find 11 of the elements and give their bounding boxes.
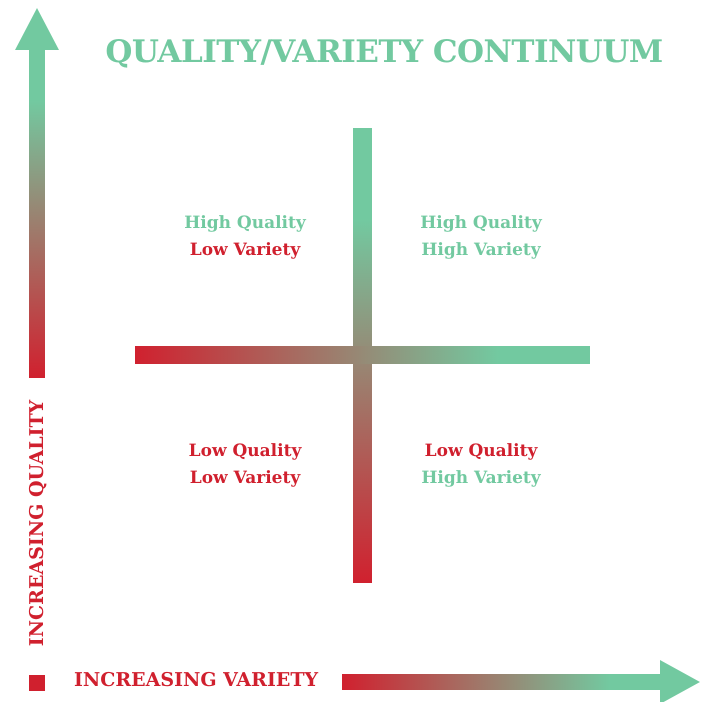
axis-label: INCREASING QUALITY (26, 398, 48, 648)
quadrant-label: Low Variety (188, 468, 302, 488)
quadrant-label: High Quality (419, 213, 544, 233)
chart-title: QUALITY/VARIETY CONTINUUM (104, 34, 664, 70)
quadrant-label: High Quality (183, 213, 308, 233)
quadrant-label: Low Quality (188, 441, 303, 461)
axis-label: INCREASING VARIETY (72, 669, 320, 691)
quadrant-label: High Variety (420, 240, 542, 260)
quadrant-label: High Variety (420, 468, 542, 488)
quadrant-label: Low Variety (188, 240, 302, 260)
quadrant-label: Low Quality (424, 441, 539, 461)
